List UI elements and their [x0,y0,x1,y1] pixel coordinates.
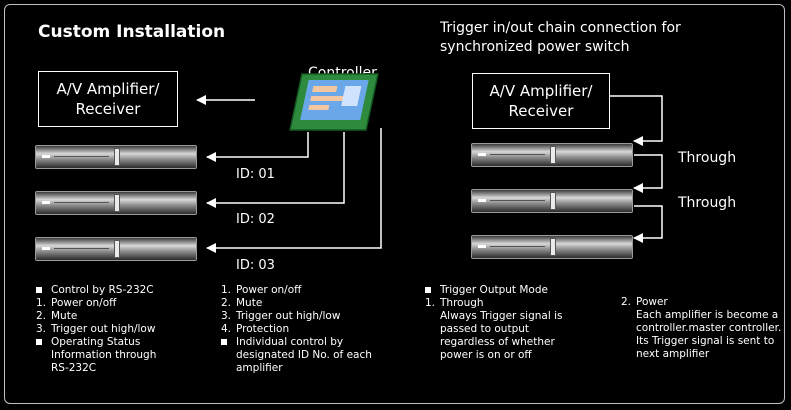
list-text: Control by RS-232C [51,284,154,296]
right-feature-list-2: 2. Power Each amplifier is become a cont… [621,296,781,361]
bullet-square-icon [36,284,51,297]
through-label: Through [678,195,737,211]
left-feature-list-2: 1. Power on/off 2. Mute 3. Trigger out high/l… [221,284,372,375]
trigger-wire-amp2-to-amp3 [633,205,663,243]
list-item: 4. Protection [221,323,372,336]
left-receiver-box: A/V Amplifier/ Receiver [38,71,178,127]
id-label: ID: 03 [236,258,275,273]
trigger-wire-receiver-to-amp1 [610,95,663,146]
through-label: Through [678,150,737,166]
amplifier-unit [35,191,197,215]
list-marker: 1. [36,297,47,309]
amplifier-unit [35,145,197,169]
right-title-line1: Trigger in/out chain connection for [440,20,681,36]
list-item: Trigger Output Mode [425,284,562,297]
list-text: Mute [236,297,263,309]
list-marker: 1. [425,297,436,309]
list-marker: 4. [221,323,232,335]
list-item: 3. Trigger out high/low [36,323,156,336]
list-text: Through Always Trigger signal is passed … [440,297,563,361]
list-marker: 2. [621,296,632,308]
list-text: Power on/off [51,297,117,309]
list-text: Power on/off [236,284,302,296]
id-label: ID: 01 [236,167,275,182]
right-title-line2: synchronized power switch [440,39,630,55]
list-item: Operating Status Information through RS-… [36,336,156,375]
amplifier-unit [471,143,633,167]
list-marker: 2. [221,297,232,309]
diagram-frame [4,4,785,404]
list-item: 1. Power on/off [36,297,156,310]
list-text: Operating Status Information through RS-… [51,336,157,374]
list-marker: 2. [36,310,47,322]
list-text: Trigger out high/low [51,323,156,335]
list-item: Control by RS-232C [36,284,156,297]
list-marker: 3. [221,310,232,322]
amplifier-unit [471,235,633,259]
left-title: Custom Installation [38,22,226,42]
list-marker: 1. [221,284,232,296]
list-text: Individual control by designated ID No. … [236,336,372,374]
list-item: 1. Power on/off [221,284,372,297]
trigger-wire-amp1-to-amp2 [633,154,663,193]
list-text: Trigger Output Mode [440,284,548,296]
list-item: 3. Trigger out high/low [221,310,372,323]
list-item: 2. Mute [36,310,156,323]
list-text: Mute [51,310,78,322]
list-item: 2. Mute [221,297,372,310]
wire-id-01 [206,132,309,162]
list-item: 1. Through Always Trigger signal is passe… [425,297,562,362]
wire-id-03 [206,128,382,253]
amplifier-unit [471,189,633,213]
id-label: ID: 02 [236,212,275,227]
wire-id-02 [206,132,345,208]
amplifier-unit [35,237,197,261]
left-receiver-label: A/V Amplifier/ Receiver [56,80,160,118]
bullet-square-icon [425,284,440,297]
list-text: Trigger out high/low [236,310,341,322]
bullet-square-icon [221,336,236,375]
list-item: Individual control by designated ID No. … [221,336,372,375]
list-text: Power [636,296,668,308]
right-receiver-label: A/V Amplifier/ Receiver [489,82,593,120]
controller-icon [289,73,379,131]
bullet-square-icon [36,336,51,375]
list-text: Each amplifier is become a controller.ma… [636,309,782,360]
list-marker: 3. [36,323,47,335]
list-text: Protection [236,323,290,335]
right-receiver-box: A/V Amplifier/ Receiver [472,73,610,129]
right-feature-list-1: Trigger Output Mode 1. Through Always Trig… [425,284,562,362]
